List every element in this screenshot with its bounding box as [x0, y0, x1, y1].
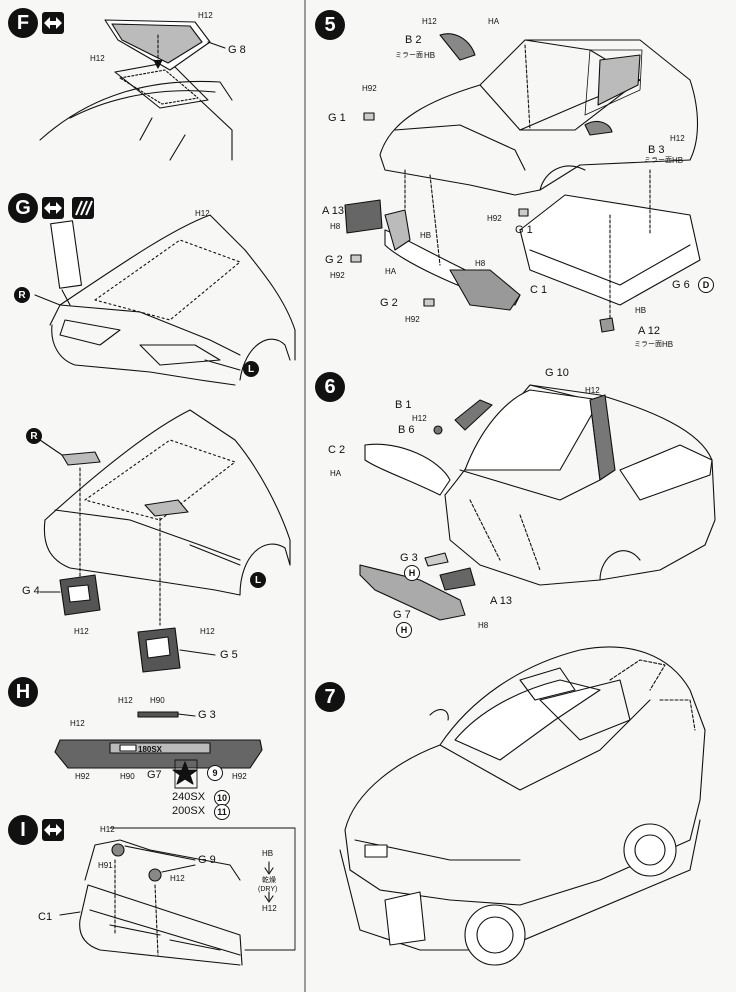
paint-code: H91 [98, 861, 113, 870]
step-g-drawing-bottom [39, 409, 291, 673]
paint-stripe-icon [72, 197, 94, 219]
variant-label: 200SX [172, 805, 206, 817]
part-label: G 8 [228, 44, 246, 56]
part-label: B 6 [398, 424, 415, 436]
paint-code: HB [420, 231, 432, 240]
paint-code: H92 [330, 271, 345, 280]
paint-code: H90 [150, 696, 165, 705]
part-label: G 4 [22, 585, 40, 597]
decal-number: 11 [214, 804, 230, 820]
paint-code: HB [635, 306, 647, 315]
paint-code: H8 [478, 621, 489, 630]
paint-code: H12 [200, 627, 215, 636]
part-label: G 7 [393, 609, 411, 621]
step-i-drawing [59, 827, 296, 966]
plate-text: 180SX [138, 745, 163, 754]
part-label: G 5 [220, 649, 238, 661]
paint-code: H12 [70, 719, 85, 728]
step-h-badge: H [8, 677, 38, 707]
variant-marker: H [404, 565, 420, 581]
part-label: G 1 [328, 112, 346, 124]
paint-code: H12 [422, 17, 437, 26]
step-7-drawing [339, 646, 706, 966]
part-label: B 2 [405, 34, 422, 46]
paint-code: HB [262, 849, 274, 858]
assembly-swap-icon [42, 12, 64, 34]
step-i-badge: I [8, 815, 38, 845]
paint-code: H12 [262, 904, 277, 913]
paint-code: H92 [362, 84, 377, 93]
part-label: G 3 [400, 552, 418, 564]
step-g-badge: G [8, 193, 38, 223]
mirror-face-note: ミラー面 [395, 52, 423, 59]
part-label: G 9 [198, 854, 216, 866]
part-label: A 13 [322, 205, 345, 217]
dry-note: 乾燥 [262, 877, 276, 884]
paint-code: HB [672, 156, 684, 165]
part-label: B 1 [395, 399, 412, 411]
part-label: C 2 [328, 444, 346, 456]
right-side-marker: R [14, 287, 30, 303]
part-label: G7 [147, 769, 162, 781]
paint-code: H8 [475, 259, 486, 268]
part-label: B 3 [648, 144, 665, 156]
paint-code: HB [662, 340, 674, 349]
paint-code: HA [488, 17, 500, 26]
paint-code: H92 [405, 315, 420, 324]
dry-note: (DRY) [258, 886, 278, 893]
part-label: G 6 [672, 279, 690, 291]
step-5-drawing [344, 33, 701, 333]
step-f-drawing [39, 19, 233, 161]
step-6-badge: 6 [315, 372, 345, 402]
part-label: G 2 [325, 254, 343, 266]
step-h-drawing [54, 711, 263, 789]
paint-code: H12 [195, 209, 210, 218]
paint-code: H12 [670, 134, 685, 143]
step-7-badge: 7 [315, 682, 345, 712]
part-label: C 1 [530, 284, 548, 296]
variant-marker: D [698, 277, 714, 293]
step-g-drawing-top [34, 214, 296, 386]
part-label: C1 [38, 911, 53, 923]
paint-code: H8 [330, 222, 341, 231]
step-f-badge: F [8, 8, 38, 38]
assembly-swap-icon [42, 197, 64, 219]
part-label: G 10 [545, 367, 569, 379]
paint-code: H12 [100, 825, 115, 834]
paint-code: H12 [412, 414, 427, 423]
assembly-swap-icon [42, 819, 64, 841]
part-label: A 12 [638, 325, 661, 337]
step-5-badge: 5 [315, 10, 345, 40]
paint-code: H90 [120, 772, 135, 781]
part-label: G 3 [198, 709, 216, 721]
part-label: G 1 [515, 224, 533, 236]
paint-code: H12 [74, 627, 89, 636]
right-side-marker: R [26, 428, 42, 444]
mirror-face-note: ミラー面 [634, 341, 662, 348]
paint-code: H12 [198, 11, 213, 20]
paint-code: H92 [75, 772, 90, 781]
paint-code: H12 [118, 696, 133, 705]
paint-code: H12 [170, 874, 185, 883]
part-label: G 2 [380, 297, 398, 309]
paint-code: HA [385, 267, 397, 276]
paint-code: HA [330, 469, 342, 478]
decal-number: 9 [207, 765, 223, 781]
left-side-marker: L [243, 361, 259, 377]
variant-marker: H [396, 622, 412, 638]
paint-code: H12 [585, 386, 600, 395]
step-6-drawing [359, 384, 716, 621]
variant-label: 240SX [172, 791, 206, 803]
paint-code: H92 [232, 772, 247, 781]
paint-code: HB [424, 51, 436, 60]
part-label: A 13 [490, 595, 513, 607]
paint-code: H12 [90, 54, 105, 63]
paint-code: H92 [487, 214, 502, 223]
left-side-marker: L [250, 572, 266, 588]
mirror-face-note: ミラー面 [644, 157, 672, 164]
